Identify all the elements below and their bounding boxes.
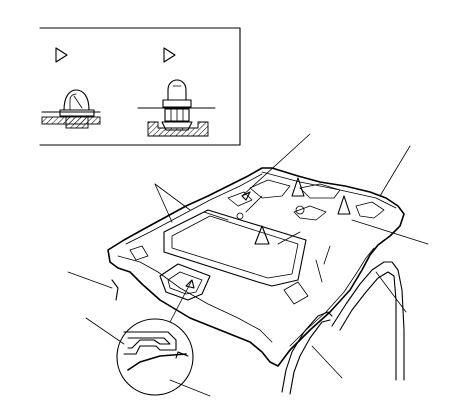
clip-b-foot (161, 121, 193, 131)
sunvisor-recess (159, 263, 211, 301)
left-trim-piece (111, 279, 119, 301)
clip-b-pointer-icon (163, 47, 176, 63)
clip-a-pointer-icon (55, 47, 68, 63)
side-trim-rear (331, 261, 405, 381)
clip-b-flange (162, 99, 192, 108)
center-lamp-recess (293, 205, 327, 221)
headliner-clip-1-icon (254, 225, 270, 245)
callout-9 (375, 271, 407, 313)
clip-b-channel (147, 121, 209, 137)
clip-a-head (63, 89, 90, 111)
callout-6 (277, 231, 301, 245)
callout-3b (154, 183, 191, 211)
callout-1 (241, 133, 311, 197)
headliner-clip-2-icon (337, 195, 351, 215)
headliner-fastener-icon (295, 205, 305, 215)
callout-4 (203, 211, 229, 221)
callout-lines (67, 133, 429, 397)
callout-7 (315, 259, 323, 283)
callout-3a (154, 183, 173, 223)
side-trim-front (281, 311, 333, 395)
callout-10 (311, 345, 343, 379)
callout-12 (85, 317, 125, 345)
clip-inset-box (39, 27, 241, 146)
sunroof-opening (163, 209, 307, 287)
detail-circle (116, 318, 194, 396)
clip-b-top (167, 79, 187, 101)
callout-14 (323, 245, 331, 265)
detail-magnifier (116, 279, 195, 396)
callout-8 (351, 219, 429, 245)
clip-a-head-detail (69, 93, 77, 111)
rear-recess (249, 179, 291, 199)
clip-b (137, 47, 216, 137)
headliner-panel (107, 167, 405, 367)
callout-13 (169, 379, 211, 397)
callout-5 (245, 195, 263, 213)
headliner-outline (107, 167, 405, 367)
clip-a-stem (65, 115, 89, 129)
callout-11 (67, 271, 113, 289)
clip-a-flange (59, 109, 95, 117)
inset-border (39, 27, 241, 146)
headliner-clip-3-icon (291, 177, 305, 197)
clip-a (41, 47, 101, 129)
callout-2 (379, 145, 411, 197)
